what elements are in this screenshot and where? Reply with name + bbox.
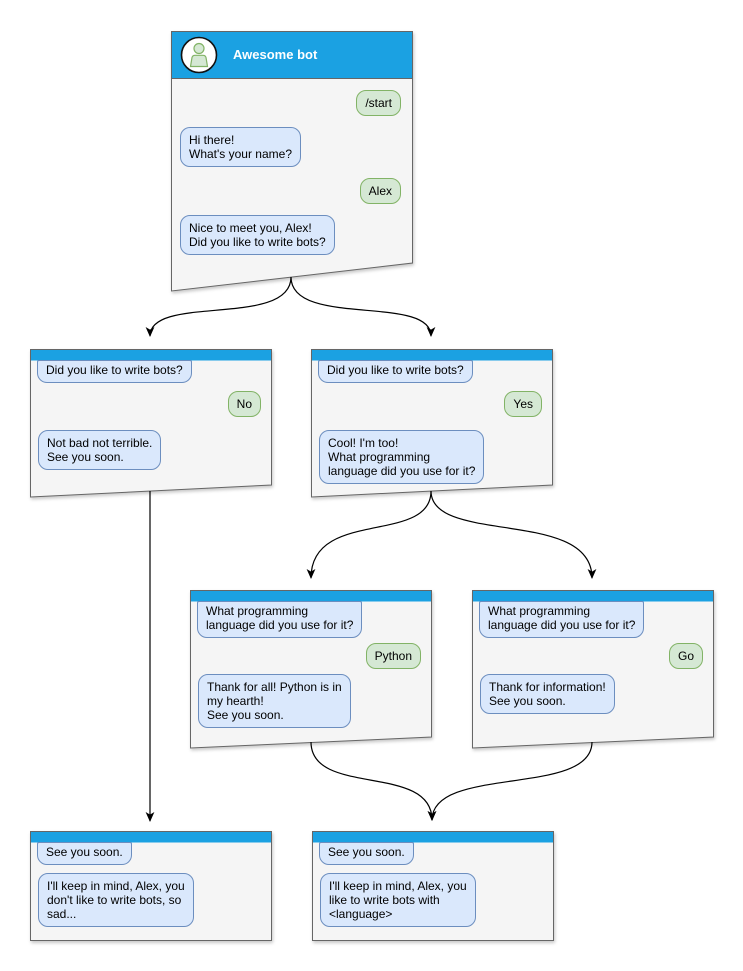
user-message-bubble[interactable]: Go (668, 643, 703, 669)
bot-message-bubble[interactable]: Did you like to write bots? (318, 360, 473, 383)
bot-message-bubble[interactable]: What programming language did you use fo… (197, 601, 363, 638)
user-message-bubble[interactable]: Yes (504, 391, 542, 417)
user-message-bubble[interactable]: Alex (359, 178, 401, 204)
user-message-bubble[interactable]: No (227, 391, 261, 417)
chat-node-end-no[interactable]: See you soon. I'll keep in mind, Alex, y… (30, 831, 272, 941)
chat-node-end-yes[interactable]: See you soon. I'll keep in mind, Alex, y… (312, 831, 554, 941)
bot-avatar-person-icon (180, 36, 218, 73)
edge-yes-to-python[interactable] (306, 490, 432, 579)
edge-root-to-yes[interactable] (290, 276, 436, 337)
bot-message-bubble[interactable]: Cool! I'm too! What programming language… (319, 430, 485, 484)
user-message-bubble[interactable]: /start (356, 90, 401, 116)
bot-message-bubble[interactable]: I'll keep in mind, Alex, you don't like … (38, 873, 194, 927)
bot-title: Awesome bot (233, 47, 318, 62)
edge-root-to-no[interactable] (145, 276, 292, 337)
chat-header: Awesome bot (171, 31, 413, 78)
chat-node-branch-yes[interactable]: Did you like to write bots? Yes Cool! I'… (311, 349, 553, 498)
chat-node-branch-no[interactable]: Did you like to write bots? No Not bad n… (30, 349, 272, 498)
bot-message-bubble[interactable]: Not bad not terrible. See you soon. (38, 430, 162, 470)
chat-node-branch-go[interactable]: What programming language did you use fo… (472, 590, 714, 749)
message-list: /start Hi there! What's your name? Alex … (171, 78, 413, 255)
bot-message-bubble[interactable]: Thank for information! See you soon. (480, 674, 615, 714)
edge-go-to-end[interactable] (427, 741, 593, 821)
bot-message-bubble[interactable]: See you soon. (37, 842, 132, 865)
chat-node-root[interactable]: Awesome bot /start Hi there! What's your… (171, 31, 413, 292)
message-list: Did you like to write bots? Yes Cool! I'… (311, 360, 553, 484)
message-list: See you soon. I'll keep in mind, Alex, y… (312, 842, 554, 927)
bot-message-bubble[interactable]: Did you like to write bots? (37, 360, 192, 383)
message-list: What programming language did you use fo… (190, 601, 432, 728)
chat-node-branch-python[interactable]: What programming language did you use fo… (190, 590, 432, 749)
edge-python-to-end[interactable] (310, 741, 437, 821)
bot-message-bubble[interactable]: Nice to meet you, Alex! Did you like to … (180, 215, 335, 255)
bot-message-bubble[interactable]: Thank for all! Python is in my hearth! S… (198, 674, 351, 728)
message-list: See you soon. I'll keep in mind, Alex, y… (30, 842, 272, 927)
user-message-bubble[interactable]: Python (365, 643, 421, 669)
message-list: Did you like to write bots? No Not bad n… (30, 360, 272, 470)
bot-message-bubble[interactable]: See you soon. (319, 842, 414, 865)
bot-message-bubble[interactable]: Hi there! What's your name? (180, 127, 302, 167)
bot-message-bubble[interactable]: I'll keep in mind, Alex, you like to wri… (320, 873, 476, 927)
edge-yes-to-go[interactable] (430, 490, 597, 579)
bot-message-bubble[interactable]: What programming language did you use fo… (479, 601, 645, 638)
message-list: What programming language did you use fo… (472, 601, 714, 714)
